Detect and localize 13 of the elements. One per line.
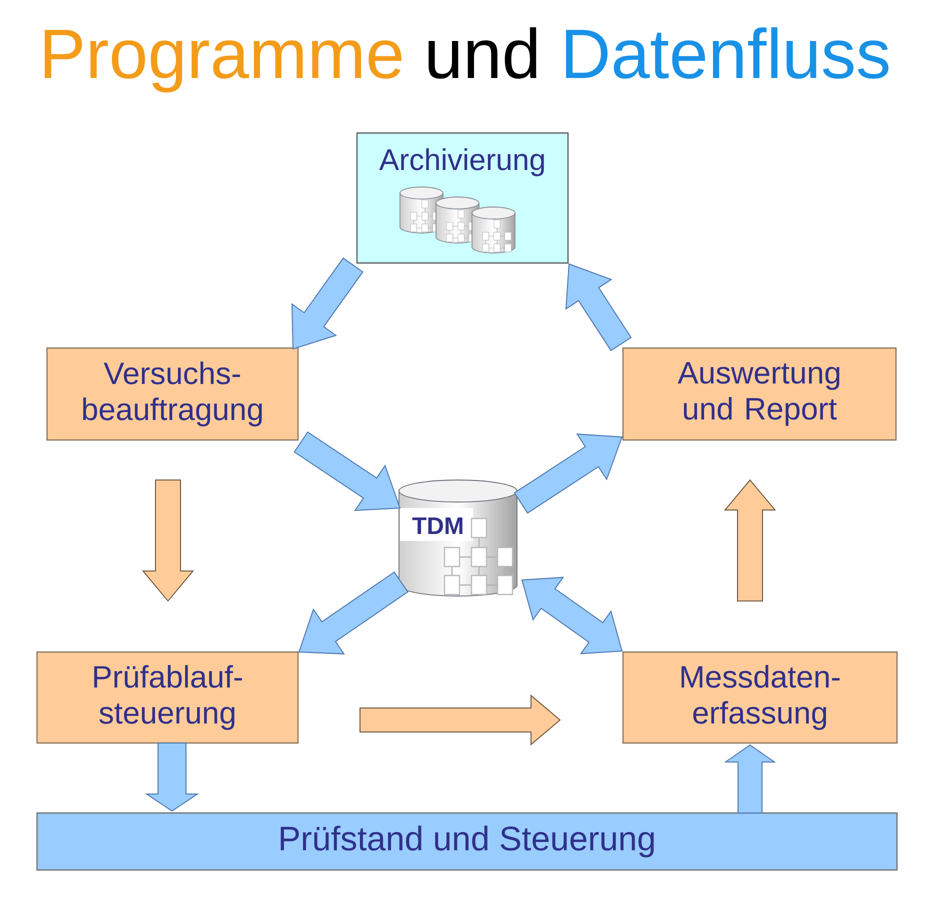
base-bar: Prüfstand und Steuerung	[36, 812, 898, 871]
block-arrow	[360, 694, 561, 746]
block-arrow	[144, 742, 200, 812]
block-arrow	[142, 480, 194, 602]
block-arrow	[724, 744, 776, 814]
process-box: Versuchs- beauftragung	[46, 347, 299, 441]
title: Programme und Datenfluss	[44, 27, 888, 93]
process-box: Auswertung und Report	[622, 347, 897, 441]
block-arrow	[514, 434, 623, 514]
block-arrow	[724, 479, 776, 602]
process-box: Prüfablauf- steuerung	[36, 651, 299, 744]
process-box: Messdaten- erfassung	[622, 651, 898, 744]
block-arrow	[565, 263, 632, 352]
